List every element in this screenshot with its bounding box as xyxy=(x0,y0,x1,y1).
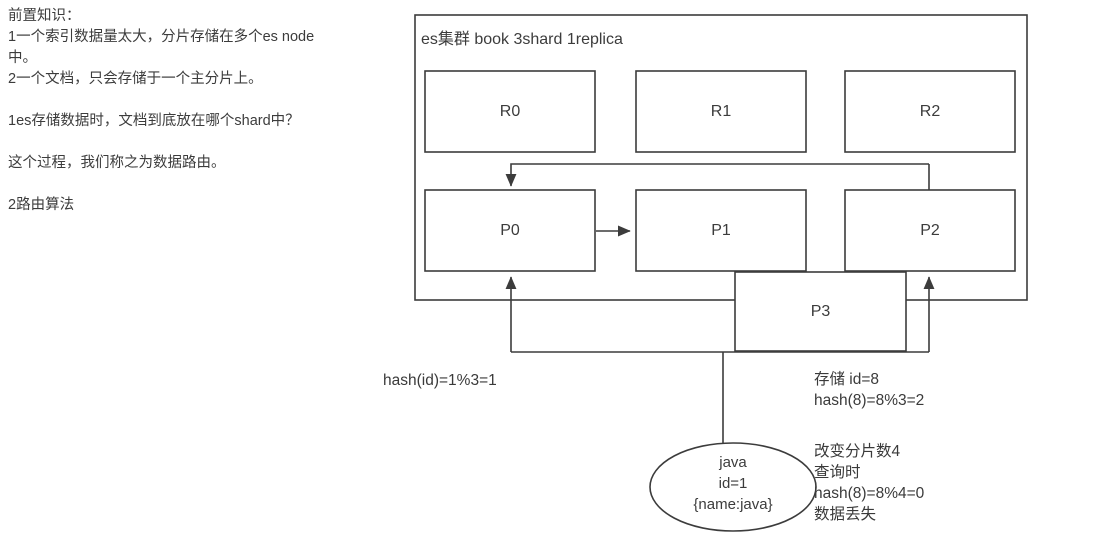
shard-box-r1 xyxy=(635,70,807,153)
hash-formula-left: hash(id)=1%3=1 xyxy=(383,372,497,389)
route-p2-to-p0 xyxy=(505,163,929,187)
annotation-change-line4: 数据丢失 xyxy=(814,506,877,523)
document-name: java xyxy=(719,454,747,471)
annotation-change-line1: 改变分片数4 xyxy=(814,443,901,460)
document-ellipse xyxy=(649,442,817,532)
shard-box-p3 xyxy=(734,271,907,352)
shard-box-r2 xyxy=(844,70,1016,153)
document-label: java id=1 {name:java} xyxy=(650,452,816,515)
notes-text-block: 前置知识： 1一个索引数据量太大，分片存储在多个es node 中。 2一个文档… xyxy=(8,8,315,213)
shard-box-p2 xyxy=(844,189,1016,272)
document-id: id=1 xyxy=(718,475,748,492)
document-body: {name:java} xyxy=(693,496,773,513)
shard-box-p0 xyxy=(424,189,596,272)
annotation-change-line2: 查询时 xyxy=(814,464,861,481)
shard-box-p1 xyxy=(635,189,807,272)
annotation-change: 改变分片数4 查询时 hash(8)=8%4=0 数据丢失 xyxy=(814,441,924,525)
annotation-change-line3: hash(8)=8%4=0 xyxy=(814,485,925,502)
annotation-store-line1: 存储 id=8 xyxy=(814,371,880,388)
annotation-store-line2: hash(8)=8%3=2 xyxy=(814,392,925,409)
annotation-store: 存储 id=8 hash(8)=8%3=2 xyxy=(814,369,924,411)
shard-box-r0 xyxy=(424,70,596,153)
cluster-title: es集群 book 3shard 1replica xyxy=(421,31,623,48)
